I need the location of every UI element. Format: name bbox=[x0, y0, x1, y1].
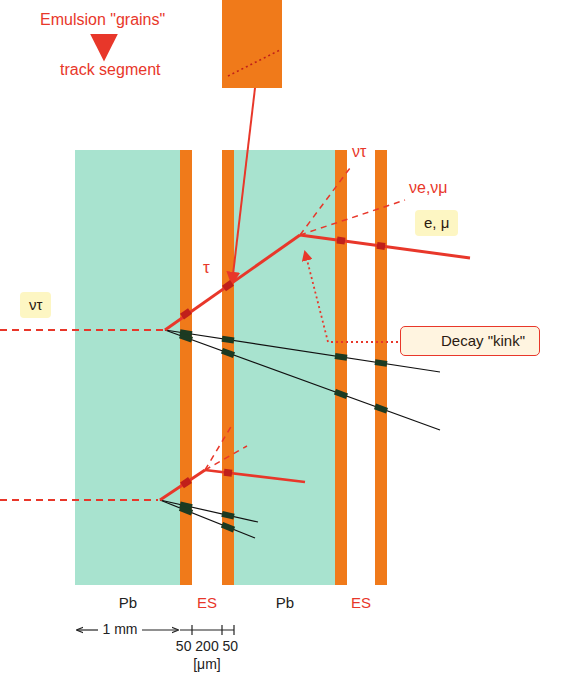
emulsion-layer bbox=[222, 150, 234, 585]
track-segments bbox=[180, 505, 234, 530]
hadron-track bbox=[160, 500, 255, 538]
layer-label: ES bbox=[351, 594, 371, 612]
emulsion-layer bbox=[180, 150, 192, 585]
heading-note: Emulsion "grains" bbox=[40, 10, 165, 29]
hadron-track bbox=[165, 330, 440, 372]
tau-segments bbox=[182, 240, 385, 317]
grain-track bbox=[228, 50, 280, 76]
zoom-emulsion bbox=[222, 0, 282, 88]
heading-note: track segment bbox=[60, 60, 160, 79]
neutrino-line bbox=[0, 329, 163, 331]
kink-pointer bbox=[305, 252, 398, 342]
scale-ticks bbox=[180, 625, 234, 635]
box-text: e, μ bbox=[424, 214, 449, 232]
particle-box: ντ bbox=[20, 292, 51, 318]
unit: [μm] bbox=[193, 656, 221, 673]
layer-label: Pb bbox=[119, 594, 137, 612]
hadron-track bbox=[165, 330, 440, 430]
lead-plate bbox=[75, 150, 180, 585]
tau-segments bbox=[182, 472, 232, 485]
lepton-track bbox=[205, 470, 305, 482]
particle-label: νe,νμ bbox=[409, 178, 448, 197]
neutrino-line bbox=[0, 499, 158, 501]
layer-label: Pb bbox=[276, 594, 294, 612]
track-segments bbox=[180, 332, 387, 410]
emulsion-layer bbox=[375, 150, 387, 585]
emulsion-layer bbox=[335, 150, 347, 585]
down-arrow bbox=[102, 34, 106, 56]
neutrino-line bbox=[300, 200, 405, 235]
dimension: 1 mm bbox=[103, 621, 138, 638]
neutrino-line bbox=[205, 425, 232, 470]
zoom-pointer bbox=[232, 88, 255, 283]
particle-box: e, μ bbox=[415, 210, 458, 236]
tau-track bbox=[165, 235, 300, 330]
lepton-track bbox=[300, 235, 470, 258]
particle-label: τ bbox=[203, 258, 210, 278]
neutrino-line bbox=[205, 446, 247, 470]
callout-box: Decay "kink" bbox=[400, 326, 540, 356]
layer-label: ES bbox=[197, 594, 217, 612]
neutrino-line bbox=[300, 168, 350, 235]
box-text: Decay "kink" bbox=[441, 332, 525, 350]
particle-label: ντ bbox=[352, 142, 366, 161]
scale-arrow bbox=[77, 629, 98, 630]
hadron-track bbox=[160, 500, 258, 522]
tau-track bbox=[160, 470, 205, 500]
dimension: 50 200 50 bbox=[176, 638, 238, 655]
scale-arrow bbox=[142, 629, 178, 630]
box-text: ντ bbox=[29, 296, 42, 314]
